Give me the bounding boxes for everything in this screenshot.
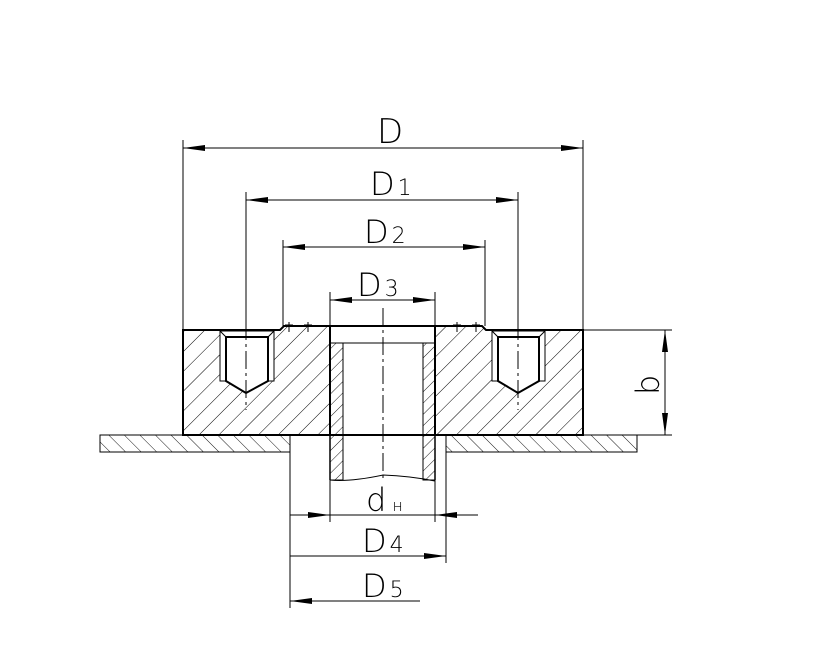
label-D: D [377, 112, 403, 152]
label-b: b [629, 375, 667, 395]
threaded-hole-left [219, 330, 275, 395]
center-lines [245, 308, 519, 478]
base-plate [99, 434, 638, 453]
pipe [329, 326, 436, 482]
dimension-lines [183, 145, 668, 604]
weld-marks [285, 322, 480, 332]
